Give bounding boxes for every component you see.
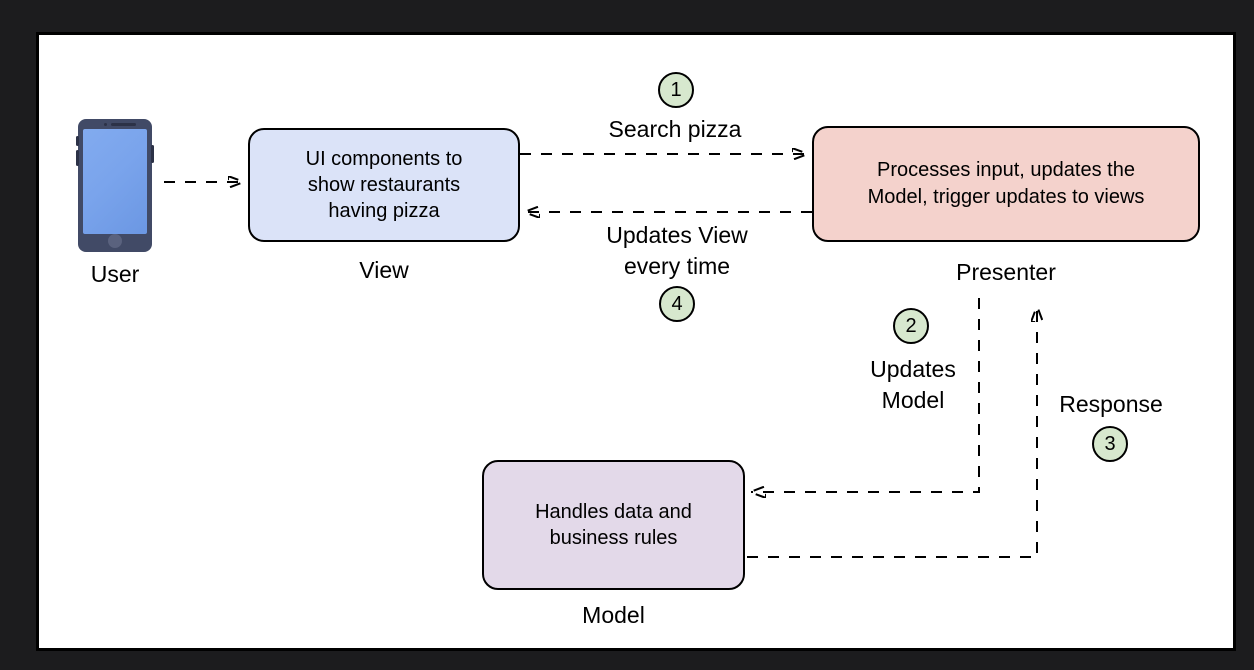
smartphone-icon: [76, 119, 154, 252]
edge-label-search-pizza: Search pizza: [608, 116, 742, 142]
view-node-text-line: having pizza: [328, 200, 440, 222]
user-node-label: User: [90, 261, 140, 287]
model-node-text-line: business rules: [549, 527, 678, 549]
edge-label-line: Updates View: [606, 222, 748, 248]
view-node-text-line: show restaurants: [307, 174, 461, 196]
view-node-text-line: UI components to: [305, 148, 463, 170]
edge-label-response: Response: [1059, 391, 1163, 417]
presenter-node-label: Presenter: [956, 259, 1056, 285]
step-2-badge: 2: [893, 308, 929, 344]
step-4-badge: 4: [659, 286, 695, 322]
presenter-node-text-line: Processes input, updates the: [877, 159, 1135, 181]
phone-home-button: [108, 234, 122, 248]
edge-label-updates-view: Updates View every time: [567, 220, 787, 282]
phone-screen: [83, 129, 147, 234]
phone-camera-dot: [104, 123, 107, 126]
view-node: UI components to show restaurants having…: [248, 128, 520, 242]
view-node-label: View: [359, 257, 409, 283]
model-node-text-line: Handles data and: [535, 501, 692, 523]
edge-label-updates-model: Updates Model: [838, 354, 988, 416]
presenter-node: Processes input, updates the Model, trig…: [812, 126, 1200, 242]
edge-label-line: every time: [623, 253, 731, 279]
model-node: Handles data and business rules: [482, 460, 745, 590]
step-1-badge: 1: [658, 72, 694, 108]
edge-label-line: Updates: [870, 356, 956, 382]
phone-side-button: [76, 150, 79, 166]
edge-label-line: Model: [881, 387, 945, 413]
phone-side-button: [151, 145, 154, 163]
presenter-node-text-line: Model, trigger updates to views: [867, 186, 1145, 208]
phone-speaker: [111, 123, 136, 126]
step-3-badge: 3: [1092, 426, 1128, 462]
phone-side-button: [76, 136, 79, 146]
model-node-label: Model: [582, 602, 645, 628]
